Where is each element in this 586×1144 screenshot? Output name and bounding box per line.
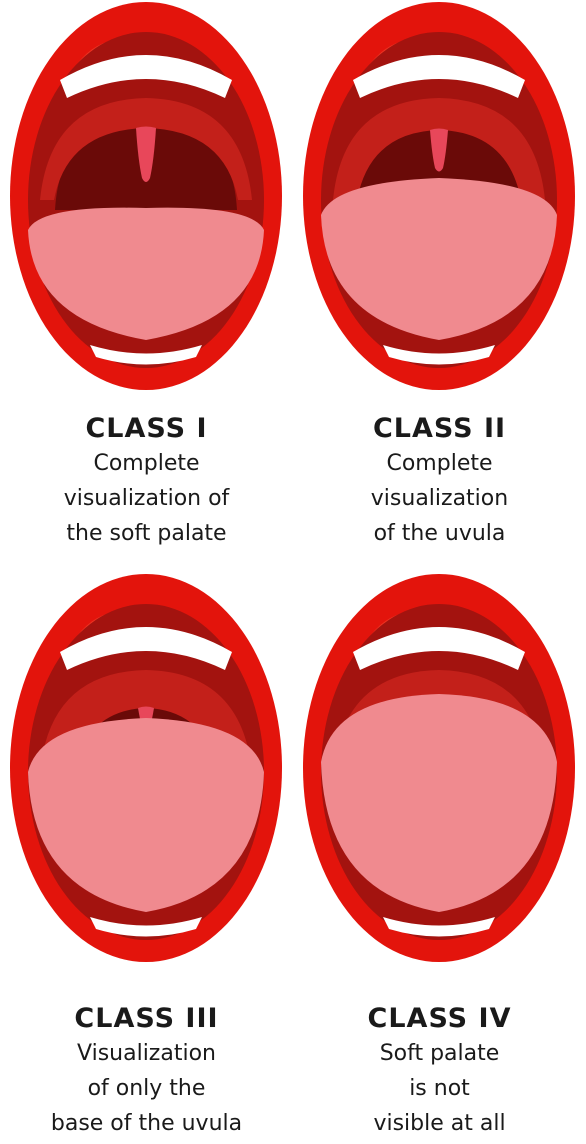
caption-class-4: CLASS IV Soft palate is not visible at a… <box>293 1002 586 1141</box>
description-line: of only the <box>0 1071 293 1106</box>
mouth-illustration-class-4 <box>293 572 586 972</box>
mouth-illustration-class-2 <box>293 0 586 400</box>
description-line: visible at all <box>293 1106 586 1141</box>
panel-class-1: CLASS I Complete visualization of the so… <box>0 0 293 572</box>
description-line: Soft palate <box>293 1036 586 1071</box>
panel-class-3: CLASS III Visualization of only the base… <box>0 572 293 1144</box>
class-title: CLASS II <box>293 412 586 446</box>
description-line: Complete <box>293 446 586 481</box>
class-title: CLASS I <box>0 412 293 446</box>
description-line: Complete <box>0 446 293 481</box>
description-line: is not <box>293 1071 586 1106</box>
description-line: visualization <box>293 481 586 516</box>
description-line: the soft palate <box>0 516 293 551</box>
description-line: base of the uvula <box>0 1106 293 1141</box>
mouth-illustration-class-1 <box>0 0 293 400</box>
caption-class-1: CLASS I Complete visualization of the so… <box>0 412 293 551</box>
class-title: CLASS III <box>0 1002 293 1036</box>
caption-class-3: CLASS III Visualization of only the base… <box>0 1002 293 1141</box>
description-line: Visualization <box>0 1036 293 1071</box>
description-line: visualization of <box>0 481 293 516</box>
caption-class-2: CLASS II Complete visualization of the u… <box>293 412 586 551</box>
panel-class-4: CLASS IV Soft palate is not visible at a… <box>293 572 586 1144</box>
panel-class-2: CLASS II Complete visualization of the u… <box>293 0 586 572</box>
mouth-illustration-class-3 <box>0 572 293 972</box>
description-line: of the uvula <box>293 516 586 551</box>
class-title: CLASS IV <box>293 1002 586 1036</box>
